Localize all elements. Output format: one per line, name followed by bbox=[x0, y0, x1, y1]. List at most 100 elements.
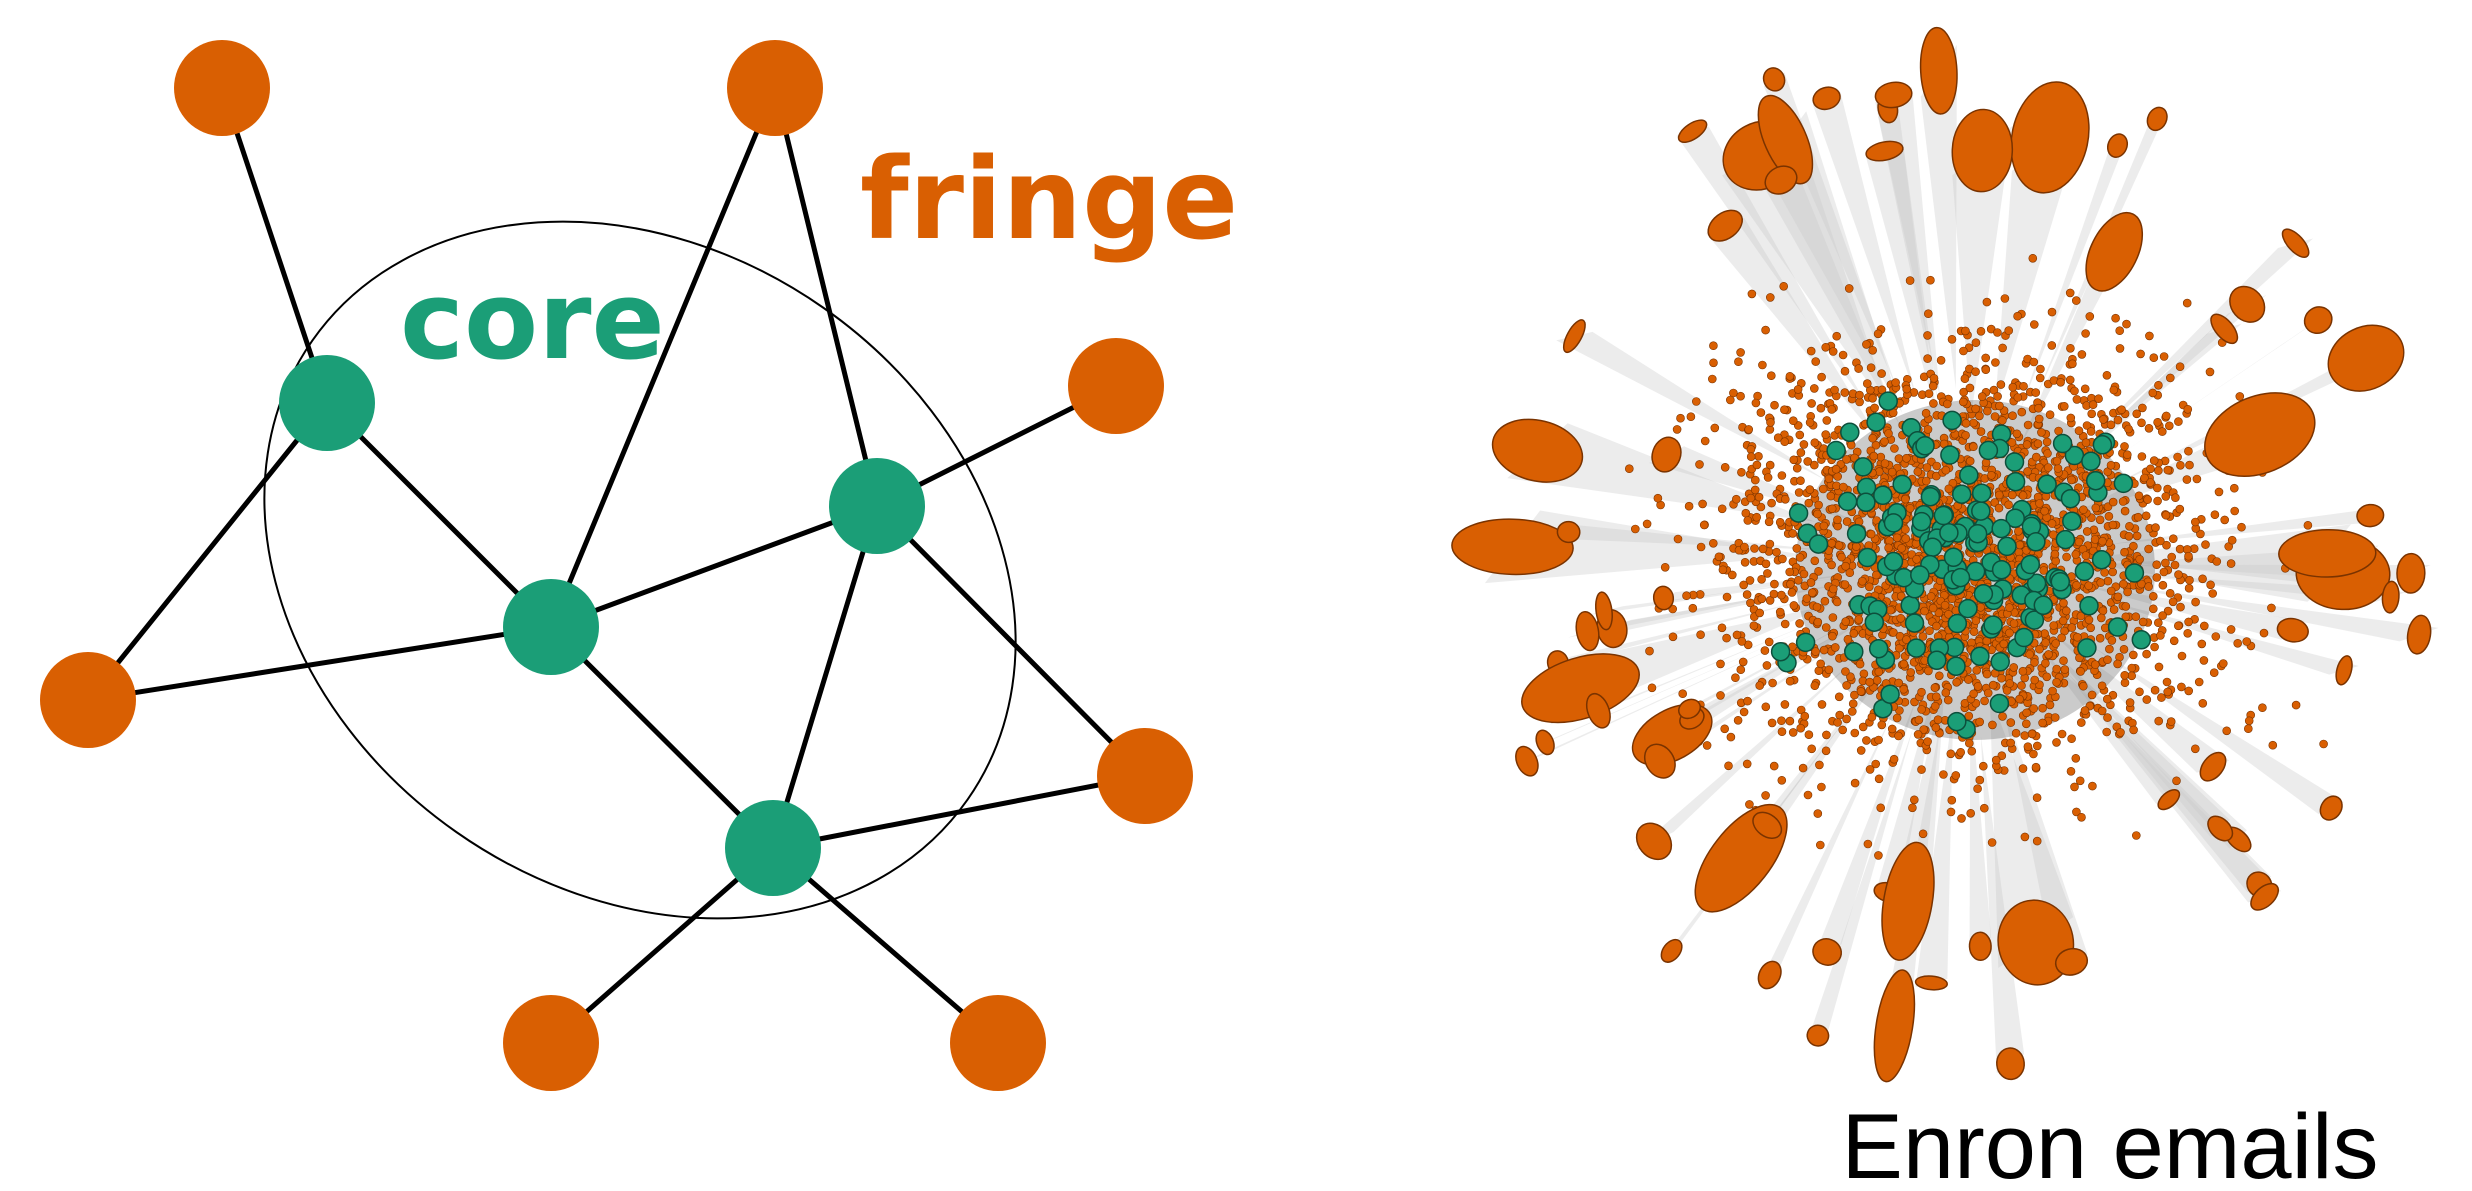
core-node bbox=[1788, 503, 1809, 523]
edge-ray bbox=[1676, 126, 1870, 410]
fringe-dot bbox=[2011, 728, 2021, 738]
fringe-dot bbox=[1856, 746, 1866, 755]
fringe-dot bbox=[1757, 574, 1766, 584]
fringe-dot bbox=[2172, 776, 2181, 786]
core-node bbox=[1880, 684, 1900, 704]
core-node bbox=[2113, 473, 2134, 494]
fringe-dot bbox=[1747, 289, 1757, 299]
fringe-dot bbox=[1965, 383, 1975, 393]
schematic-edge bbox=[770, 845, 1001, 1046]
fringe-dot bbox=[1931, 701, 1940, 711]
fringe-dot bbox=[2015, 694, 2024, 704]
fringe-dot bbox=[1808, 588, 1817, 598]
fringe-cluster bbox=[2146, 106, 2168, 132]
fringe-dot bbox=[1828, 347, 1838, 356]
fringe-dot bbox=[1769, 589, 1779, 599]
fringe-dot bbox=[1901, 525, 1910, 534]
schematic-edge bbox=[548, 85, 778, 630]
fringe-dot bbox=[2004, 326, 2013, 335]
fringe-dot bbox=[2022, 719, 2031, 729]
fringe-dot bbox=[1826, 491, 1836, 501]
fringe-dot bbox=[2158, 580, 2168, 590]
fringe-dot bbox=[2177, 682, 2186, 692]
fringe-dot bbox=[2129, 650, 2138, 660]
fringe-dot bbox=[2129, 541, 2138, 551]
core-node bbox=[503, 579, 599, 675]
fringe-dot bbox=[2123, 450, 2132, 460]
fringe-dot bbox=[1789, 416, 1798, 426]
fringe-dot bbox=[1919, 725, 1928, 734]
fringe-dot bbox=[2033, 741, 2042, 751]
fringe-dot bbox=[1763, 569, 1772, 578]
fringe-dot bbox=[2168, 597, 2178, 607]
fringe-cluster bbox=[1996, 1047, 2025, 1081]
fringe-dot bbox=[2135, 554, 2144, 564]
fringe-dot bbox=[2047, 341, 2057, 350]
fringe-dot bbox=[1926, 592, 1936, 601]
fringe-dot bbox=[2106, 586, 2116, 596]
fringe-dot bbox=[1822, 416, 1832, 425]
fringe-dot bbox=[2034, 403, 2043, 413]
fringe-dot bbox=[2154, 466, 2163, 475]
fringe-dot bbox=[1717, 623, 1727, 633]
fringe-dot bbox=[2029, 357, 2039, 367]
fringe-dot bbox=[2159, 352, 2169, 361]
fringe-dot bbox=[1980, 696, 1989, 706]
fringe-dot bbox=[2137, 418, 2146, 428]
fringe-dot bbox=[1874, 735, 1883, 745]
core-node bbox=[1920, 486, 1941, 507]
fringe-dot bbox=[1874, 851, 1883, 860]
fringe-dot bbox=[2014, 526, 2023, 536]
core-node bbox=[1873, 485, 1893, 506]
fringe-dot bbox=[1923, 354, 1932, 363]
fringe-dot bbox=[1996, 380, 2006, 389]
fringe-dot bbox=[1810, 556, 1820, 566]
fringe-dot bbox=[1762, 661, 1772, 670]
fringe-dot bbox=[1917, 687, 1926, 697]
fringe-dot bbox=[1840, 388, 1850, 397]
fringe-dot bbox=[1947, 334, 1957, 344]
fringe-dot bbox=[1793, 385, 1803, 394]
fringe-dot bbox=[1716, 659, 1725, 669]
edge-ray bbox=[2079, 584, 2305, 640]
core-node bbox=[1906, 638, 1927, 658]
core-node bbox=[1971, 483, 1992, 503]
fringe-dot bbox=[1887, 467, 1897, 477]
fringe-dot bbox=[1822, 730, 1831, 740]
fringe-dot bbox=[2099, 415, 2108, 424]
fringe-dot bbox=[1901, 534, 1910, 543]
core-node bbox=[2037, 474, 2057, 495]
fringe-dot bbox=[1951, 771, 1961, 780]
fringe-dot bbox=[2005, 603, 2014, 612]
fringe-dot bbox=[2020, 731, 2029, 740]
fringe-dot bbox=[1696, 630, 1705, 640]
fringe-dot bbox=[1840, 366, 1850, 376]
fringe-dot bbox=[1844, 284, 1854, 293]
fringe-dot bbox=[1894, 731, 1903, 741]
core-node bbox=[1883, 513, 1904, 533]
fringe-cluster bbox=[1707, 209, 1743, 242]
core-node bbox=[1846, 523, 1867, 544]
fringe-cluster bbox=[1752, 811, 1783, 839]
fringe-dot bbox=[1993, 392, 2002, 401]
fringe-dot bbox=[1842, 517, 1852, 526]
fringe-dot bbox=[2142, 649, 2151, 659]
core-node bbox=[2033, 595, 2054, 616]
fringe-dot bbox=[1767, 498, 1776, 508]
fringe-dot bbox=[2176, 602, 2185, 612]
fringe-dot bbox=[1892, 533, 1902, 543]
fringe-dot bbox=[1850, 690, 1859, 700]
fringe-dot bbox=[1733, 715, 1743, 725]
fringe-dot bbox=[1709, 538, 1718, 548]
fringe-dot bbox=[1867, 712, 1877, 722]
fringe-dot bbox=[2053, 464, 2063, 473]
fringe-dot bbox=[2006, 718, 2016, 727]
core-node bbox=[2091, 549, 2112, 570]
fringe-dot bbox=[1850, 728, 1860, 738]
fringe-dot bbox=[1722, 592, 1732, 602]
fringe-dot bbox=[2019, 381, 2028, 391]
fringe-dot bbox=[1750, 485, 1760, 495]
fringe-dot bbox=[1971, 616, 1981, 626]
fringe-dot bbox=[2191, 744, 2200, 754]
fringe-dot bbox=[1761, 702, 1771, 712]
